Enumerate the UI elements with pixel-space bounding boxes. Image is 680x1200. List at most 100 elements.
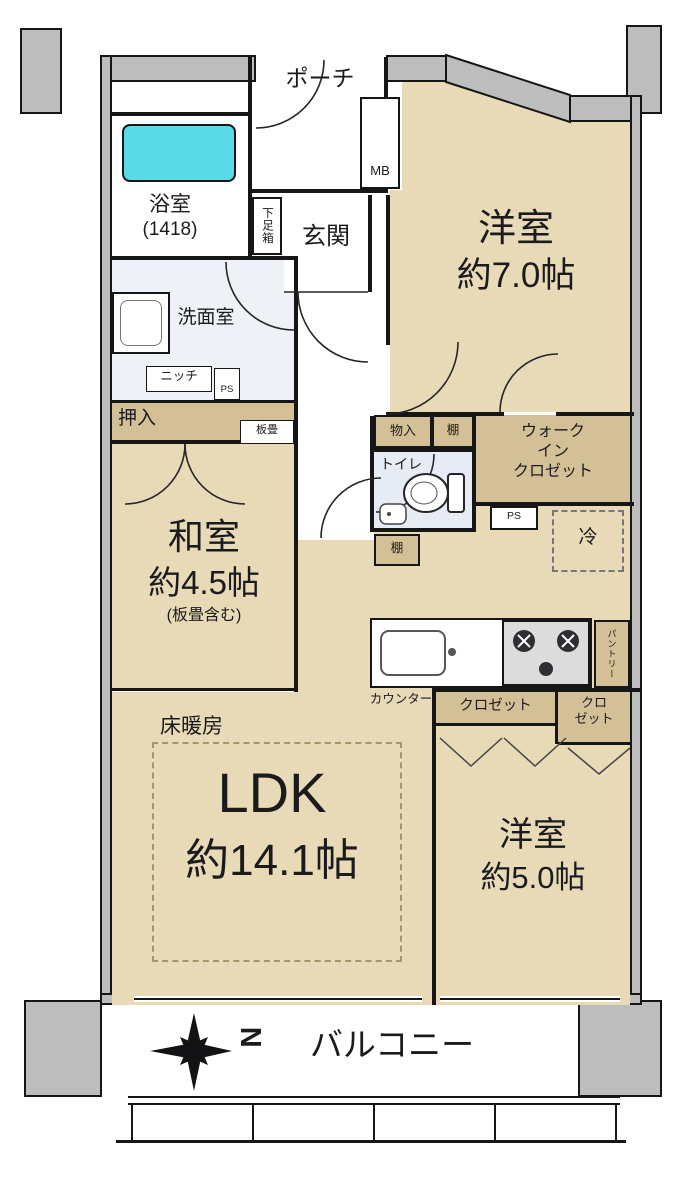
wall-wash-right xyxy=(294,258,298,692)
wall-toilet-bottom xyxy=(374,528,474,532)
balcony-post xyxy=(131,1105,133,1140)
wall-bedroom7-bottom-b xyxy=(556,412,634,416)
pantry-label: パントリー xyxy=(606,629,617,679)
window-ldk-line xyxy=(134,998,422,1000)
wall-corridor-right xyxy=(370,416,374,532)
meter-box xyxy=(360,97,400,189)
door-arc-wic xyxy=(499,353,559,413)
wall-wic-bottom xyxy=(476,502,634,506)
pillar-bottom-right xyxy=(578,1000,662,1097)
balcony-rail-mid xyxy=(128,1103,620,1105)
ldk-floor-heating-area xyxy=(152,742,402,962)
compass-star-diagonal xyxy=(180,1037,208,1065)
fridge-space xyxy=(552,510,624,572)
wall-porch-bottom xyxy=(252,189,388,193)
label-wic-1: ウォーク xyxy=(520,423,585,440)
label-niche: ニッチ xyxy=(160,369,198,383)
itatami-chip xyxy=(240,420,294,444)
wall-closet1-bottom xyxy=(436,723,555,726)
wall-bath-right xyxy=(248,57,252,256)
shelf-2 xyxy=(374,534,420,566)
storage-mononyu xyxy=(374,415,432,448)
wall-porch-right xyxy=(384,57,388,99)
label-ps2: PS xyxy=(506,510,521,522)
wall-toilet-top xyxy=(374,448,474,452)
label-fridge: 冷 xyxy=(578,527,598,548)
label-bedroom5: 洋室 xyxy=(499,816,567,854)
outer-wall-right xyxy=(630,95,642,1005)
compass-star-main xyxy=(150,1013,232,1091)
wall-closet-divider xyxy=(555,692,558,744)
shelf-1 xyxy=(432,415,474,448)
label-bedroom7-size: 約7.0帖 xyxy=(456,256,576,295)
wall-closet2-bottom xyxy=(558,742,630,745)
label-toilet: トイレ xyxy=(380,456,422,472)
room-ldk-floor xyxy=(112,692,432,1005)
label-closet2-2: ゼット xyxy=(574,711,614,726)
label-bedroom7: 洋室 xyxy=(477,208,554,250)
label-japanese-room: 和室 xyxy=(167,516,240,557)
stove xyxy=(502,620,590,686)
outer-wall-top-mid xyxy=(386,55,448,82)
label-porch: ポーチ xyxy=(285,65,355,91)
label-wic-2: イン xyxy=(536,443,569,460)
outer-wall-diagonal xyxy=(445,53,571,124)
wall-wic-left xyxy=(472,415,476,532)
pantry: パントリー xyxy=(594,620,630,688)
label-itatami: 板畳 xyxy=(256,424,278,436)
label-genkan: 玄関 xyxy=(302,223,350,250)
label-bathroom-size: (1418) xyxy=(142,219,198,240)
label-balcony: バルコニー xyxy=(309,1026,475,1063)
balcony-post xyxy=(615,1105,617,1140)
kitchen-sink xyxy=(380,630,446,676)
label-bedroom5-size: 約5.0帖 xyxy=(480,860,586,895)
pipe-space-2 xyxy=(490,506,538,530)
label-japanese-room-note: (板畳含む) xyxy=(166,607,242,624)
balcony-rail-top xyxy=(128,1096,620,1098)
label-north: N xyxy=(234,1026,267,1048)
label-closet2-1: クロ xyxy=(580,695,607,710)
balcony-post xyxy=(494,1105,496,1140)
wall-ldk-bedroom5 xyxy=(432,692,436,1005)
label-counter: カウンター xyxy=(369,692,433,706)
closet2-floor xyxy=(558,692,630,742)
closet1-floor xyxy=(436,692,555,723)
wall-bedroom5-top xyxy=(432,688,642,692)
label-closet1: クロゼット xyxy=(459,698,532,714)
label-shelf1: 棚 xyxy=(446,423,460,437)
door-arc-bedroom7 xyxy=(385,341,459,415)
label-japanese-room-size: 約4.5帖 xyxy=(148,564,260,601)
wall-oshiire-top xyxy=(112,400,296,403)
label-floor-heating: 床暖房 xyxy=(160,715,223,738)
wall-oshiire-bottom xyxy=(112,440,296,444)
wall-washitsu-ldk xyxy=(112,688,296,691)
wall-bath-wash xyxy=(112,256,298,260)
balcony-rail-bottom xyxy=(116,1140,626,1143)
shoe-cabinet-label: 下足箱 xyxy=(261,207,273,245)
label-washroom: 洗面室 xyxy=(177,307,235,328)
wall-genkan-right xyxy=(368,195,372,292)
label-ldk-size: 約14.1帖 xyxy=(185,836,359,885)
pillar-bottom-left xyxy=(24,1000,102,1097)
label-mb: MB xyxy=(370,163,390,178)
wall-bedroom7-left xyxy=(386,195,390,345)
label-ldk: LDK xyxy=(217,761,327,824)
niche-box xyxy=(146,366,212,392)
window-bedroom5-line xyxy=(440,998,620,1000)
wic-floor xyxy=(476,415,630,502)
outer-wall-top-left xyxy=(100,55,256,82)
pillar-top-left xyxy=(20,28,62,114)
vanity-sink-basin xyxy=(120,300,162,346)
wall-bath-top xyxy=(112,112,252,116)
balcony-post xyxy=(373,1105,375,1140)
label-mononyu: 物入 xyxy=(389,423,416,438)
outer-wall-left xyxy=(100,55,112,1005)
label-wic-3: クロゼット xyxy=(512,463,593,480)
label-oshiire: 押入 xyxy=(118,408,157,429)
label-ps1: PS xyxy=(220,384,234,395)
bathtub xyxy=(122,124,236,182)
label-bathroom: 浴室 xyxy=(149,193,191,216)
balcony-post xyxy=(252,1105,254,1140)
shoe-cabinet: 下足箱 xyxy=(252,197,282,255)
